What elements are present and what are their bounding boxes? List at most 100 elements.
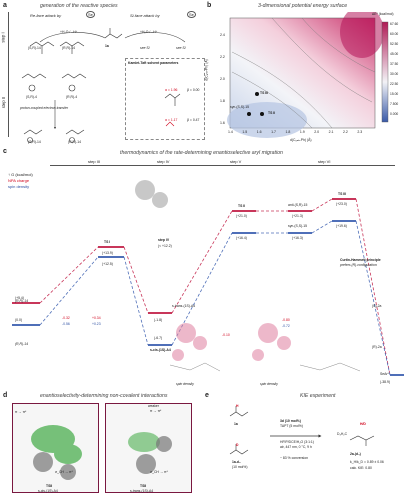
kie-h: H — [236, 404, 239, 408]
label-rr14-upper: (R,R)-14 — [15, 299, 28, 303]
g-step-iv: (< +12.2) — [158, 244, 172, 248]
panel-e-label: e — [205, 392, 209, 399]
nci-right-visual — [128, 432, 172, 474]
cb-tick: 67.60 — [390, 22, 399, 26]
panel-c-label: c — [3, 148, 7, 155]
molecule-s-r-4 — [21, 73, 47, 92]
energy-profile — [12, 180, 404, 376]
se-badge-left: Se — [86, 11, 95, 18]
see-si-1: see SI — [140, 46, 150, 50]
g-rr14-lower: (0.0) — [15, 318, 22, 322]
g-a4-lower: (-6.7) — [154, 336, 163, 340]
label-ts2: TS II — [238, 204, 246, 208]
molecule-hfip — [164, 93, 181, 106]
charge-7: -0.72 — [282, 324, 290, 328]
re-face-label: Re-face attack by — [30, 13, 62, 18]
colorbar-ticks: 67.60 60.00 52.50 45.00 37.50 30.00 22.5… — [390, 19, 398, 119]
cb-tick: 45.00 — [390, 52, 399, 56]
kamlet-taft-title: Kamlet-Taft solvent parameters — [128, 61, 179, 65]
panel-c-title: thermodynamics of the rate-determining e… — [120, 150, 283, 156]
nci-grey-molecule-left — [33, 452, 76, 480]
charge-3: +0.34 — [92, 316, 101, 320]
label-anti15: anti-(S,R)-15 — [288, 203, 308, 207]
legend-g-text: G (kcal/mol) — [11, 172, 33, 177]
charge-5: -0.10 — [222, 333, 230, 337]
molecule-grey-1 — [169, 362, 221, 372]
g-ts2-lower: (+16.4) — [236, 236, 247, 240]
spin-density-label-1: spin density — [176, 382, 194, 386]
nci-right-weaker: weaker — [148, 404, 159, 408]
cb-tick: 7.500 — [390, 102, 399, 106]
ts1-structure — [135, 180, 168, 208]
kie-cond-2: TAPT (5 mol%) — [280, 424, 303, 428]
legend-npa: NPA charge — [8, 178, 30, 183]
point-ts-iii-label: TS III — [260, 91, 269, 95]
see-si-2: see SI — [176, 46, 186, 50]
kie-reagent-1a: 1a — [234, 422, 238, 426]
pes-plot — [227, 12, 389, 138]
sear-label: SeAr* — [380, 372, 389, 376]
kt-water-beta: β = 0.47 — [187, 118, 200, 122]
panel-e-title: KIE experiment — [300, 393, 336, 399]
label-s-r-4: (S,R)-4 — [26, 95, 37, 99]
add-h2o-right: +H₂O / –H⁺ — [140, 30, 158, 34]
pes-contour-3 — [271, 17, 373, 103]
legend-c: ↑ G (kcal/mol) NPA charge spin density — [8, 172, 33, 190]
product-2a-d3 — [349, 435, 375, 446]
step-iii-label: step III — [88, 159, 101, 164]
y-tick: 2.2 — [220, 55, 225, 59]
molecule-water — [165, 121, 175, 127]
point-ts-ii — [260, 112, 264, 116]
point-ts-ii-label: TS II — [268, 111, 276, 115]
level-bars-upper — [12, 198, 356, 314]
g-ts1-upper: (+13.9) — [102, 251, 113, 255]
g-ts1-lower: (+12.5) — [102, 262, 113, 266]
se-badge-right: Se — [187, 11, 196, 18]
kie-calc: calc. KIE: 0.80 — [350, 466, 372, 470]
label-r-r-4: (R,R)-4 — [66, 95, 78, 99]
panel-a-label: a — [3, 2, 7, 9]
add-h2o-left: +H₂O / –H⁺ — [60, 30, 78, 34]
label-a4-cis: s-cis-(1S)-A4 — [150, 348, 171, 352]
panel-b-label: b — [207, 2, 212, 9]
g-r2a: (-38.9) — [380, 380, 390, 384]
step-iv-label: step IV — [157, 159, 170, 164]
x-tick: 2.3 — [357, 130, 363, 134]
kie-prefix: D₃H₂C — [337, 432, 348, 436]
steps-axis — [50, 165, 395, 166]
kie-product: 2a-(d₃) — [350, 452, 361, 456]
panel-d-title: enantioselectivity-determining non-coval… — [40, 393, 168, 399]
x-tick: 2.0 — [314, 130, 320, 134]
label-step-iv-mid: step IV — [158, 238, 170, 242]
point-syn-15 — [247, 112, 251, 116]
kie-equiv: (10 mol%) — [232, 465, 248, 469]
kamlet-taft-box — [125, 58, 205, 140]
cb-tick: 30.00 — [390, 72, 399, 76]
nci-right-caption: s-trans-(1S)-A4 — [130, 489, 154, 493]
legend-spin: spin density — [8, 184, 30, 189]
nci-right-caption-top: TSII — [140, 484, 147, 488]
arrow-re — [39, 32, 106, 43]
y-tick: 1.6 — [220, 121, 225, 125]
g-ts3-lower: (+19.6) — [336, 224, 347, 228]
molecule-1a — [104, 28, 123, 39]
label-rr14-lower: (R,R)-14 — [15, 342, 28, 346]
kie-cond-4: air, 447 nm, 0 °C, 9 h — [280, 445, 312, 449]
pes-colorbar — [381, 21, 389, 123]
y-tick: 2.4 — [220, 33, 225, 37]
step-v-label: step V — [230, 159, 242, 164]
g-ts2-upper: (+21.0) — [236, 214, 247, 218]
kt-water-alpha: α = 1.17 — [165, 118, 178, 122]
molecule-r-r-14 — [59, 41, 85, 54]
panel-b-title: 3-dimensional potential energy surface — [258, 3, 348, 9]
arrow-si — [124, 32, 186, 43]
colorbar-title: ΔE* (kcal/mol) — [372, 12, 394, 16]
molecule-s-r-14 — [29, 41, 55, 54]
pes-xlabel: d(C₈ₙₕ-Ph) (Å) — [290, 138, 312, 142]
label-s-r-14: (S,R)-14 — [28, 46, 41, 50]
spin-density-blob-2 — [252, 323, 291, 361]
molecule-grey-2 — [299, 362, 361, 372]
label-r2a: (R)-2a — [372, 345, 382, 349]
kie-cond-3: HFIP/DCE/H₂O (3:1:1) — [280, 440, 314, 444]
pes-ylabel: d(C₈ₙₕ-Ph) (Å) — [204, 59, 209, 81]
